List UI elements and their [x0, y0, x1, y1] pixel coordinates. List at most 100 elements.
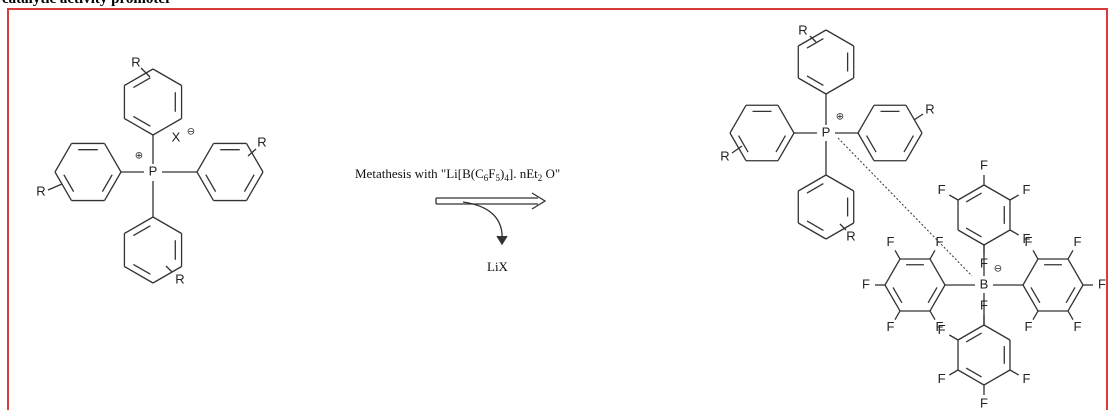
ring-double-bond: [205, 174, 217, 192]
bond-layer: [47, 29, 1093, 395]
caption-text: catalytic activity promoter: [2, 0, 172, 8]
reagent-mid2: ): [500, 166, 504, 181]
ring-bond: [124, 265, 154, 284]
ring-double-bond: [133, 263, 151, 275]
ring-bond: [957, 184, 985, 201]
fluorine-atom: F: [980, 297, 988, 312]
fluorine-atom: F: [938, 182, 946, 197]
product-ring-right: [857, 104, 923, 162]
bond-c-f: [1067, 310, 1074, 320]
product-r-bottom: R: [846, 228, 855, 243]
ring-bond: [777, 132, 795, 162]
ring-bond: [983, 229, 1011, 246]
ring-bond: [797, 77, 827, 95]
product-r-left: R: [720, 148, 729, 163]
ring-double-bond: [737, 135, 749, 153]
bond-r-bottom: [165, 265, 173, 273]
ion-pair-dotted-line: [837, 137, 973, 277]
ring-bond: [152, 68, 182, 87]
fluorine-atom: F: [1025, 319, 1033, 334]
ring-bond: [1022, 284, 1039, 312]
product-ring-top: [797, 29, 855, 95]
ring-bond: [884, 258, 901, 286]
reactant-counterion-charge: ⊖: [187, 127, 195, 138]
reactant-r-right: R: [257, 134, 266, 149]
reagent-suffix: O": [542, 166, 560, 181]
ring-double-bond: [133, 77, 151, 89]
fluorine-atom: F: [1074, 319, 1082, 334]
fluorine-atom: F: [1022, 231, 1030, 246]
bond-c-f: [949, 369, 959, 376]
ring-bond: [1067, 284, 1084, 312]
ring-double-bond: [1065, 287, 1076, 304]
borate-ring-top: [957, 184, 1011, 246]
bond-r2-right: [913, 113, 924, 121]
ring-bond: [905, 132, 923, 162]
ring-bond: [825, 77, 855, 95]
ring-bond: [152, 216, 182, 235]
reactant-ring-right: [196, 142, 264, 202]
borate-ring-left: [884, 258, 946, 312]
product-cation-charge: ⊕: [836, 112, 844, 123]
borate-ring-right: [1022, 258, 1084, 312]
fluorine-atom: F: [887, 234, 895, 249]
fluorine-atom: F: [1025, 234, 1033, 249]
reactant-counterion: X: [172, 129, 181, 144]
ring-bond: [729, 104, 747, 134]
ring-double-bond: [133, 225, 151, 237]
ring-double-bond: [806, 220, 824, 232]
ring-double-bond: [775, 135, 787, 153]
ring-bond: [857, 132, 875, 162]
ring-double-bond: [101, 174, 113, 192]
bond-c-f: [1009, 369, 1019, 376]
reagent-sub3: 4: [504, 173, 509, 183]
ring-bond: [54, 171, 73, 201]
fluorine-atom: F: [980, 395, 988, 410]
ring-bond: [983, 184, 1011, 201]
ring-bond: [929, 258, 946, 286]
bond-c-f: [949, 194, 959, 201]
fluorine-atom: F: [938, 322, 946, 337]
ring-double-bond: [133, 115, 151, 127]
product-phosphorus-atom: P: [822, 124, 831, 139]
ring-bond: [957, 324, 985, 341]
fluorine-atom: F: [1098, 276, 1106, 291]
product-anion-charge: ⊖: [994, 264, 1002, 275]
ring-bond: [124, 117, 154, 136]
reagent-sub1: 6: [484, 173, 489, 183]
ring-double-bond: [806, 37, 824, 49]
ring-bond: [983, 369, 1011, 386]
ring-bond: [797, 222, 827, 240]
ring-double-bond: [63, 174, 75, 192]
bond-r2-bottom: [839, 223, 847, 231]
ring-bond: [825, 222, 855, 240]
ring-bond: [983, 324, 1011, 341]
scheme-frame: [7, 8, 1108, 410]
bond-c-f: [894, 250, 901, 260]
reactant-ring-left: [54, 142, 122, 202]
bond-r2-left: [731, 145, 743, 154]
reactant-r-left: R: [36, 183, 45, 198]
ring-bond: [152, 117, 182, 136]
reagent-sub2: 5: [496, 173, 501, 183]
bond-c-f: [1032, 310, 1039, 320]
ring-bond: [797, 174, 827, 192]
reactant-r-top: R: [131, 54, 140, 69]
fluorine-atom: F: [862, 276, 870, 291]
fluorine-atom: F: [1022, 371, 1030, 386]
bond-c-f: [929, 310, 936, 320]
reagent-mid3: ]. nEt: [509, 166, 538, 181]
bond-c-f: [1009, 229, 1019, 236]
ring-double-bond: [965, 332, 982, 343]
fluorine-atom: F: [980, 255, 988, 270]
fluorine-atom: F: [1074, 234, 1082, 249]
borate-ring-bottom: [957, 324, 1011, 386]
bond-r-left: [47, 183, 63, 191]
ring-double-bond: [1030, 287, 1041, 304]
ring-bond: [103, 143, 122, 173]
bond-c-f: [1009, 194, 1019, 201]
reagent-prefix: Metathesis with "Li[B(C: [355, 166, 484, 181]
ring-bond: [54, 143, 73, 173]
